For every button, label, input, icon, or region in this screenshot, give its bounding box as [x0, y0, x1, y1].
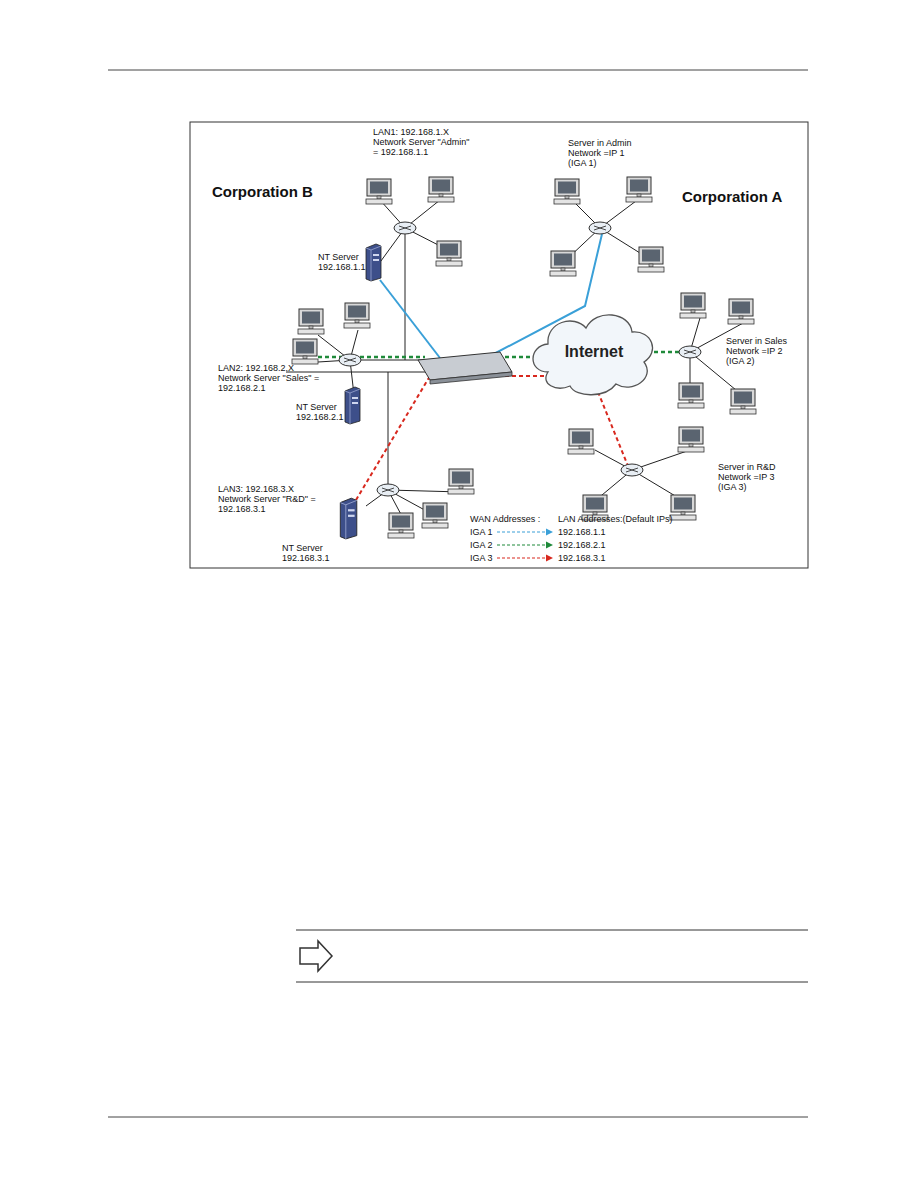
server-note: Server in R&D Network =IP 3 (IGA 3) — [718, 462, 790, 492]
corporation-title: Corporation B — [212, 183, 313, 200]
legend-heading: LAN Addresses:(Default IPs) — [558, 514, 673, 524]
legend-text: 192.168.3.1 — [558, 553, 606, 563]
legend-text: 192.168.2.1 — [558, 540, 606, 550]
lan-note: LAN1: 192.168.1.X Network Server "Admin"… — [373, 127, 475, 157]
server-label: NT Server 192.168.3.1 — [282, 543, 326, 563]
internet-cloud: Internet — [548, 322, 640, 382]
legend-heading: WAN Addresses : — [470, 514, 540, 524]
cloud-label: Internet — [565, 343, 624, 361]
server-label: NT Server 192.168.1.1 — [318, 252, 362, 272]
server-label: NT Server 192.168.2.1 — [296, 402, 340, 422]
legend-text: IGA 2 — [470, 540, 493, 550]
legend-text: IGA 3 — [470, 553, 493, 563]
lan-note: LAN2: 192.168.2.X Network Server "Sales"… — [218, 363, 320, 393]
server-note: Server in Sales Network =IP 2 (IGA 2) — [726, 336, 794, 366]
legend-text: IGA 1 — [470, 527, 493, 537]
legend-text: 192.168.1.1 — [558, 527, 606, 537]
lan-note: LAN3: 192.168.3.X Network Server "R&D" =… — [218, 484, 320, 514]
corporation-title: Corporation A — [682, 188, 782, 205]
server-note: Server in Admin Network =IP 1 (IGA 1) — [568, 138, 640, 168]
